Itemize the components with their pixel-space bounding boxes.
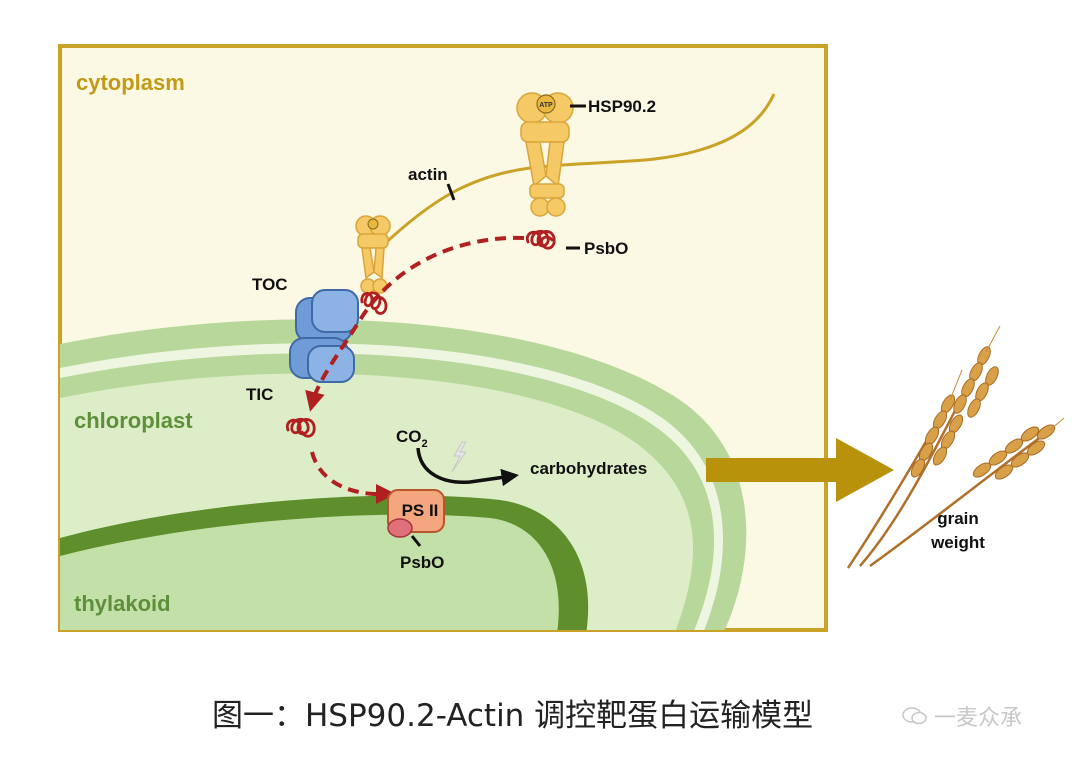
watermark-text: 一麦众承: [934, 706, 1023, 731]
actin-pointer-line: [446, 183, 456, 201]
hsp90-actin-transport-diagram: cytoplasm chloroplast thylakoid actin AT…: [58, 44, 1065, 632]
thylakoid-label: thylakoid: [74, 591, 171, 616]
transport-arrow-stromal: [310, 451, 396, 504]
toc-label: TOC: [252, 275, 288, 294]
atp-label: ATP: [539, 102, 553, 109]
co2-label: CO2: [396, 427, 428, 450]
light-bolt-icon: [451, 441, 467, 473]
carbohydrates-label: carbohydrates: [530, 459, 647, 478]
yield-arrow: [706, 438, 894, 502]
hsp90-dimer-right: [516, 92, 574, 217]
psbo-protein-stroma: [285, 417, 316, 438]
toc-complex: [295, 289, 359, 343]
chloroplast-layers: [60, 319, 747, 630]
psbo-bound: [387, 518, 413, 538]
figure-caption: 图一：HSP90.2-Actin 调控靶蛋白运输模型: [212, 698, 814, 734]
grain-weight-label-line2: weight: [930, 533, 985, 552]
psbo-top-label: PsbO: [584, 239, 628, 258]
hsp90-dimer-left: [355, 215, 391, 294]
chloroplast-label: chloroplast: [74, 408, 193, 433]
psbo-protein-top: [525, 229, 556, 250]
watermark: 一麦众承: [902, 700, 1022, 732]
tic-complex: [289, 337, 355, 383]
actin-label: actin: [408, 165, 448, 184]
actin-filament: [374, 93, 776, 254]
atp-icon: [536, 94, 556, 114]
wechat-icon: [902, 707, 927, 725]
cytoplasm-label: cytoplasm: [76, 70, 185, 95]
psii-label: PS II: [402, 501, 439, 520]
psbo-bottom-label: PsbO: [400, 553, 444, 572]
tic-label: TIC: [246, 385, 273, 404]
psbo-bottom-pointer-line: [410, 535, 422, 547]
wheat-icon: [846, 325, 1065, 569]
transport-arrow-cytosolic: [305, 235, 525, 412]
hsp90-label: HSP90.2: [588, 97, 656, 116]
grain-weight-label-line1: grain: [937, 509, 979, 528]
co2-conversion-arrow: [416, 447, 519, 487]
thylakoid-lumen: [60, 514, 559, 630]
